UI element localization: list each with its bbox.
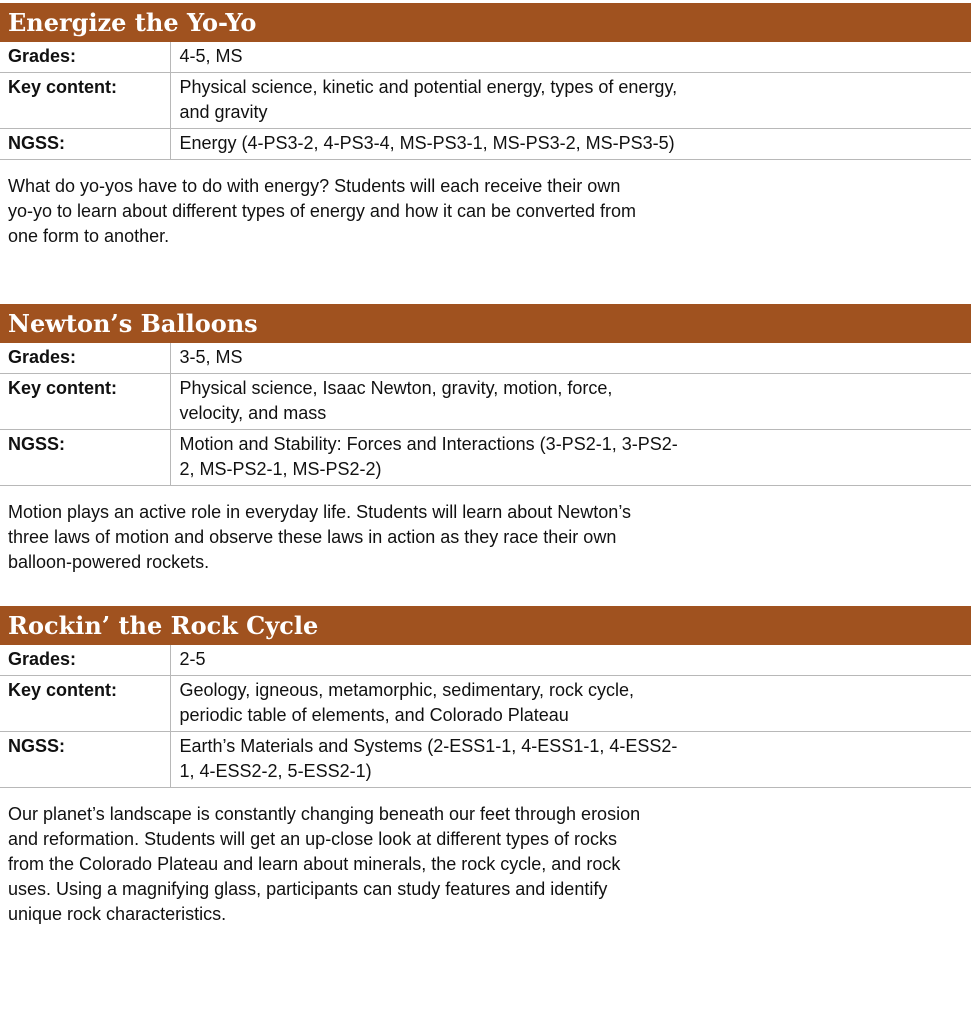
key-content-row: Key content: Geology, igneous, metamorph… bbox=[0, 675, 971, 732]
program-description: Motion plays an active role in everyday … bbox=[8, 502, 631, 572]
grades-label: Grades: bbox=[0, 343, 171, 374]
program-description: What do yo-yos have to do with energy? S… bbox=[8, 176, 637, 246]
key-content-value: Physical science, kinetic and potential … bbox=[170, 72, 971, 129]
key-content-label: Key content: bbox=[0, 373, 171, 430]
program-description: Our planet’s landscape is constantly cha… bbox=[8, 804, 641, 924]
grades-value: 4-5, MS bbox=[170, 42, 971, 73]
ngss-value: Energy (4-PS3-2, 4-PS3-4, MS-PS3-1, MS-P… bbox=[170, 128, 971, 160]
grades-row: Grades: 4-5, MS bbox=[0, 42, 971, 73]
program-title: Newton’s Balloons bbox=[0, 304, 971, 343]
key-content-row: Key content: Physical science, kinetic a… bbox=[0, 72, 971, 129]
key-content-label: Key content: bbox=[0, 675, 171, 732]
ngss-value: Earth’s Materials and Systems (2-ESS1-1,… bbox=[170, 731, 971, 788]
program-energize-the-yo-yo: Energize the Yo-Yo Grades: 4-5, MS Key c… bbox=[0, 3, 971, 249]
ngss-row: NGSS: Motion and Stability: Forces and I… bbox=[0, 429, 971, 486]
ngss-row: NGSS: Energy (4-PS3-2, 4-PS3-4, MS-PS3-1… bbox=[0, 128, 971, 160]
grades-label: Grades: bbox=[0, 645, 171, 676]
grades-row: Grades: 3-5, MS bbox=[0, 343, 971, 374]
program-info-table: Grades: 2-5 Key content: Geology, igneou… bbox=[0, 645, 971, 788]
key-content-value: Physical science, Isaac Newton, gravity,… bbox=[170, 373, 971, 430]
key-content-row: Key content: Physical science, Isaac New… bbox=[0, 373, 971, 430]
grades-value: 3-5, MS bbox=[170, 343, 971, 374]
grades-label: Grades: bbox=[0, 42, 171, 73]
program-title: Rockin’ the Rock Cycle bbox=[0, 606, 971, 645]
program-info-table: Grades: 3-5, MS Key content: Physical sc… bbox=[0, 343, 971, 486]
program-title: Energize the Yo-Yo bbox=[0, 3, 971, 42]
ngss-label: NGSS: bbox=[0, 128, 171, 160]
grades-row: Grades: 2-5 bbox=[0, 645, 971, 676]
ngss-label: NGSS: bbox=[0, 429, 171, 486]
key-content-label: Key content: bbox=[0, 72, 171, 129]
key-content-value: Geology, igneous, metamorphic, sedimenta… bbox=[170, 675, 971, 732]
program-info-table: Grades: 4-5, MS Key content: Physical sc… bbox=[0, 42, 971, 160]
grades-value: 2-5 bbox=[170, 645, 971, 676]
program-rockin-the-rock-cycle: Rockin’ the Rock Cycle Grades: 2-5 Key c… bbox=[0, 606, 971, 927]
ngss-value: Motion and Stability: Forces and Interac… bbox=[170, 429, 971, 486]
ngss-row: NGSS: Earth’s Materials and Systems (2-E… bbox=[0, 731, 971, 788]
program-newtons-balloons: Newton’s Balloons Grades: 3-5, MS Key co… bbox=[0, 304, 971, 575]
ngss-label: NGSS: bbox=[0, 731, 171, 788]
